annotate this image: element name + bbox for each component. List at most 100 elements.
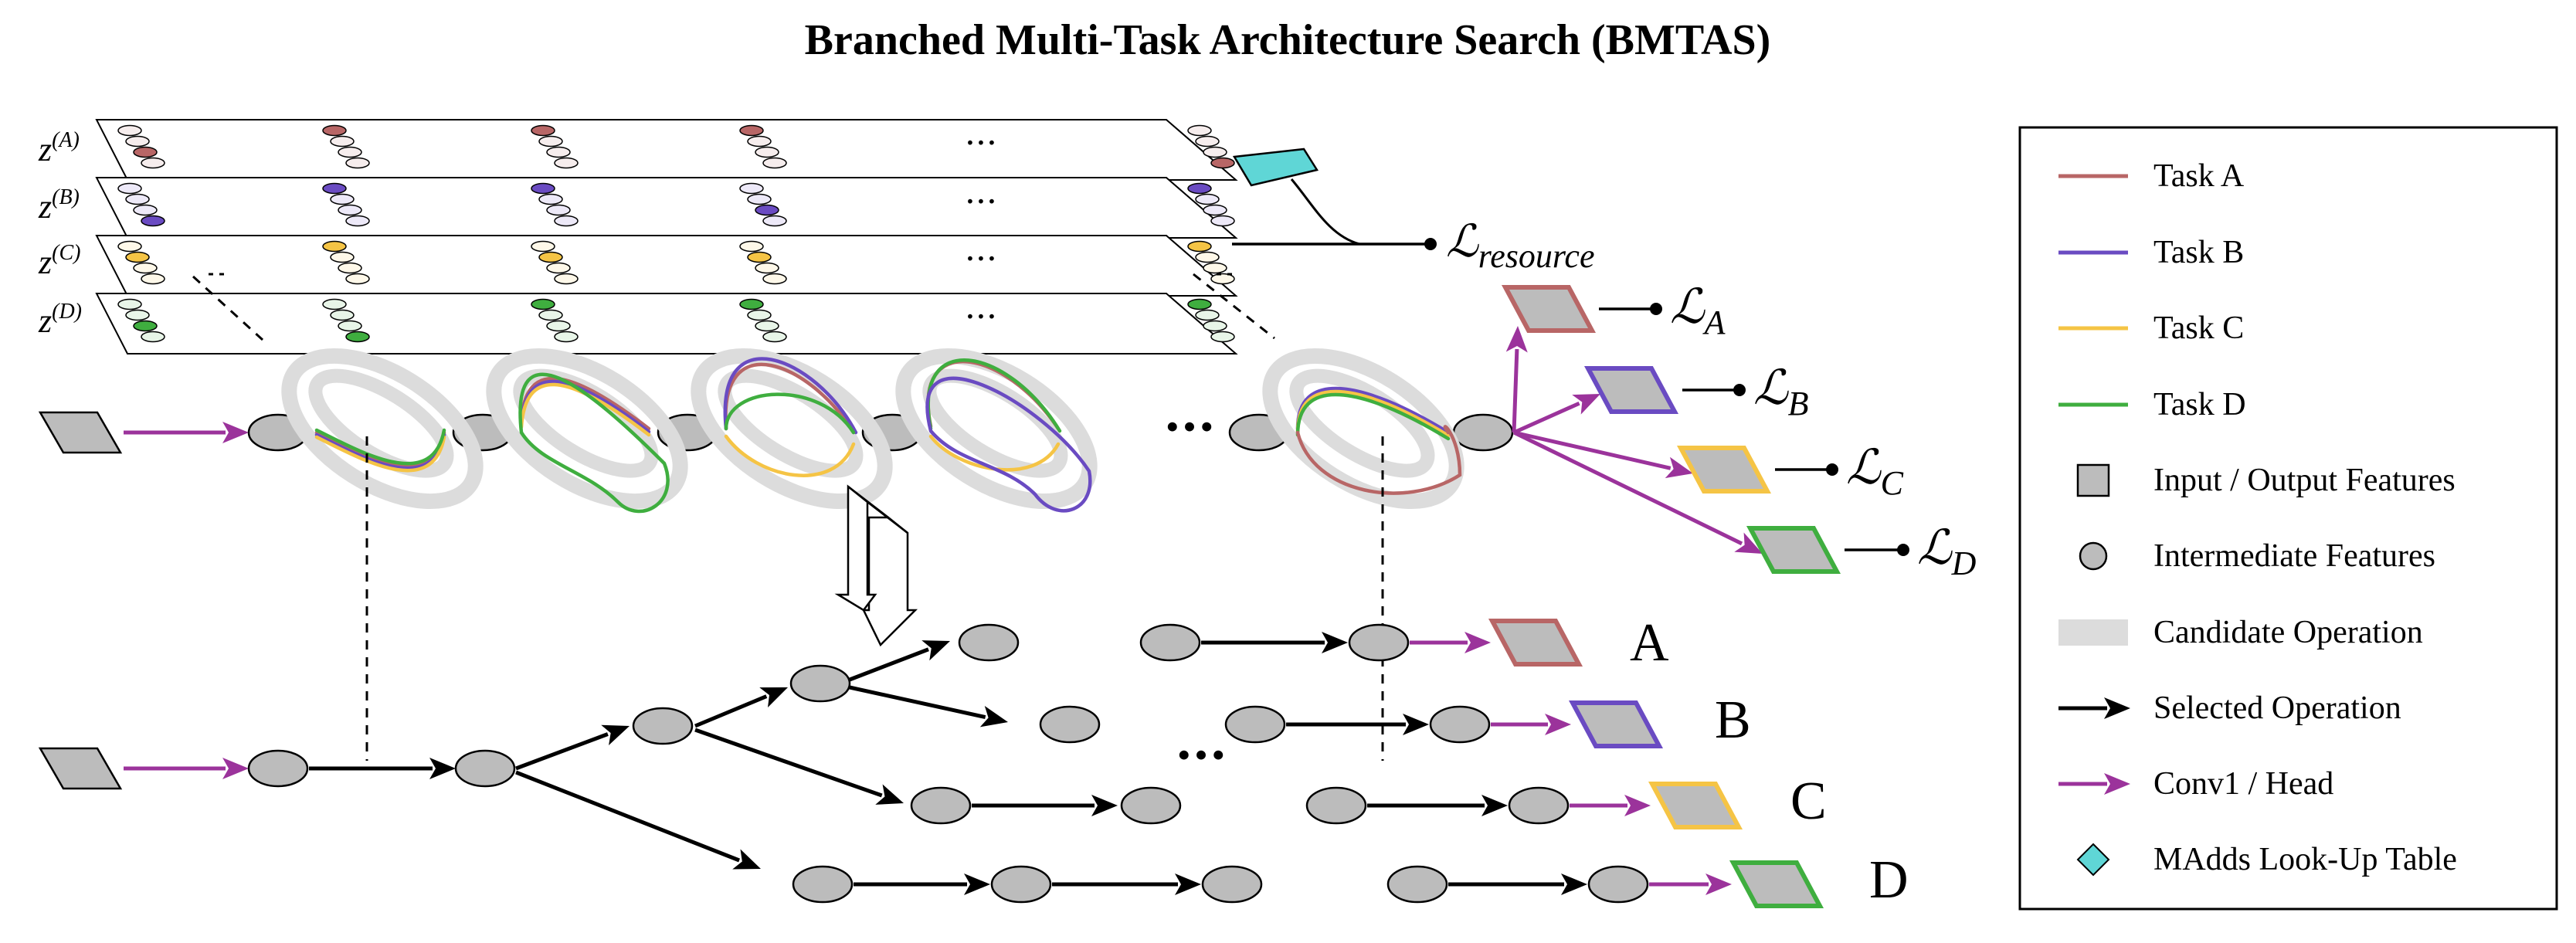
branch-arrow-9-head — [1175, 873, 1201, 895]
plane-a — [95, 119, 1238, 181]
plane-c-op-1-1 — [330, 251, 355, 263]
branch-arrow-3-head — [759, 687, 788, 707]
plane-a-op-4-3 — [1210, 157, 1235, 169]
supergraph-head-arrow-a — [1505, 326, 1528, 433]
branch-arrow-6 — [849, 685, 1008, 728]
plane-label-d: z(D) — [38, 300, 82, 340]
plane-b-op-0-0 — [117, 182, 142, 195]
plane-b-op-0-2 — [133, 204, 158, 216]
plane-c-op-0-1 — [125, 251, 150, 263]
plane-a-op-2-2 — [546, 146, 571, 158]
branch-node-d1 — [792, 865, 854, 904]
plane-c — [95, 235, 1238, 297]
loss-d-label: ℒD — [1917, 522, 1977, 582]
supergraph-head-arrow-b — [1512, 394, 1600, 435]
plane-a-op-3-0 — [739, 124, 764, 137]
plane-c-op-3-3 — [762, 273, 787, 285]
branch-output-b — [1568, 700, 1664, 748]
supergraph-input — [38, 411, 123, 454]
plane-a-op-2-0 — [531, 124, 555, 137]
plane-d-op-0-0 — [117, 298, 142, 310]
plane-label-a: z(A) — [38, 128, 80, 168]
branch-arrow-1-head — [601, 724, 630, 746]
branch-arrow-4 — [694, 728, 904, 805]
plane-c-op-4-2 — [1203, 262, 1227, 274]
branch-node-d2 — [990, 865, 1052, 904]
plane-d — [95, 293, 1238, 354]
resource-loss-dot — [1424, 238, 1437, 250]
plane-b — [95, 177, 1238, 239]
cell4-path-2 — [1295, 392, 1451, 441]
plane-b-op-2-3 — [554, 215, 579, 227]
branch-node-2 — [632, 707, 694, 745]
branch-head-arrow-c-head — [1624, 795, 1651, 816]
branch-arrow-6-head — [979, 706, 1008, 728]
legend-diamond-icon — [2076, 843, 2110, 877]
supergraph-head-arrow-c — [1513, 430, 1693, 479]
plane-b-op-0-3 — [141, 215, 165, 227]
output-label-c: C — [1790, 772, 1827, 831]
branch-tail-node-c-1 — [1508, 786, 1570, 825]
branch-node-1 — [454, 749, 516, 788]
plane-a-op-0-3 — [141, 157, 165, 169]
plane-d-op-3-1 — [747, 309, 772, 321]
branch-arrow-0 — [309, 758, 456, 779]
plane-a-op-2-3 — [554, 157, 579, 169]
plane-a-op-0-0 — [117, 124, 142, 137]
plane-a-op-1-2 — [338, 146, 362, 158]
plane-c-op-0-0 — [117, 240, 142, 253]
plane-d-op-4-1 — [1195, 309, 1220, 321]
legend-label-selected: Selected Operation — [2153, 690, 2401, 726]
branched-output-labels: A B C D — [1630, 613, 1909, 910]
branch-tail-arrow-d-head — [1561, 873, 1587, 895]
plane-d-op-1-0 — [322, 298, 347, 310]
supergraph-input-arrow-head — [222, 422, 249, 443]
branch-tail-node-d-0 — [1386, 865, 1448, 904]
plane-c-op-3-2 — [755, 262, 779, 274]
plane-d-op-4-2 — [1203, 320, 1227, 332]
branch-arrow-6-shaft — [849, 685, 986, 720]
plane-b-op-2-2 — [546, 204, 571, 216]
plane-b-op-1-3 — [345, 215, 370, 227]
plane-a-op-4-0 — [1187, 124, 1212, 137]
plane-b-op-3-2 — [755, 204, 779, 216]
branch-node-0 — [247, 749, 309, 788]
legend-head-arrow-icon-head — [2104, 773, 2130, 795]
plane-d-op-0-2 — [133, 320, 158, 332]
branch-arrow-0-head — [429, 758, 456, 779]
branch-arrow-1-shaft — [515, 732, 609, 771]
cell1-path-d — [518, 372, 670, 514]
legend-label-task-c: Task C — [2153, 310, 2244, 346]
plane-a-op-0-2 — [133, 146, 158, 158]
plane-c-op-1-3 — [345, 273, 370, 285]
plane-b-op-2-0 — [531, 182, 555, 195]
branched-input-arrow-head — [222, 758, 249, 779]
legend-label-madds: MAdds Look-Up Table — [2153, 842, 2457, 877]
legend-candidate-bar-icon — [2058, 619, 2128, 646]
supergraph-head-arrow-d — [1512, 430, 1763, 554]
plane-a-op-4-1 — [1195, 135, 1220, 148]
branch-tail-arrow-c-head — [1481, 795, 1508, 816]
legend-selected-arrow-icon — [2058, 697, 2130, 719]
branch-arrow-4-shaft — [694, 728, 883, 798]
branched-input — [38, 747, 123, 790]
candidate-ring-4 — [1262, 348, 1464, 510]
branch-arrow-9 — [1052, 873, 1201, 895]
branch-output-d — [1729, 860, 1824, 908]
supergraph-head-arrow-d-head — [1734, 532, 1763, 554]
supergraph-input-arrow — [124, 422, 249, 443]
plane-b-sheet — [95, 177, 1238, 239]
branch-head-arrow-b — [1491, 714, 1571, 735]
plane-d-op-4-3 — [1210, 331, 1235, 343]
plane-d-ellipsis: ··· — [965, 297, 997, 337]
supergraph-head-arrow-a-head — [1505, 326, 1528, 353]
branch-tail-arrow-b — [1286, 714, 1429, 735]
legend-square-icon — [2076, 463, 2110, 497]
branch-tail-arrow-a — [1201, 632, 1348, 653]
cell2-path-c — [724, 434, 856, 477]
plane-c-op-4-0 — [1187, 240, 1212, 253]
branch-node-b1 — [1039, 705, 1101, 744]
branch-node-c1 — [910, 786, 972, 825]
legend-label-task-d: Task D — [2153, 387, 2246, 422]
supergraph-head-arrow-d-shaft — [1512, 430, 1743, 546]
